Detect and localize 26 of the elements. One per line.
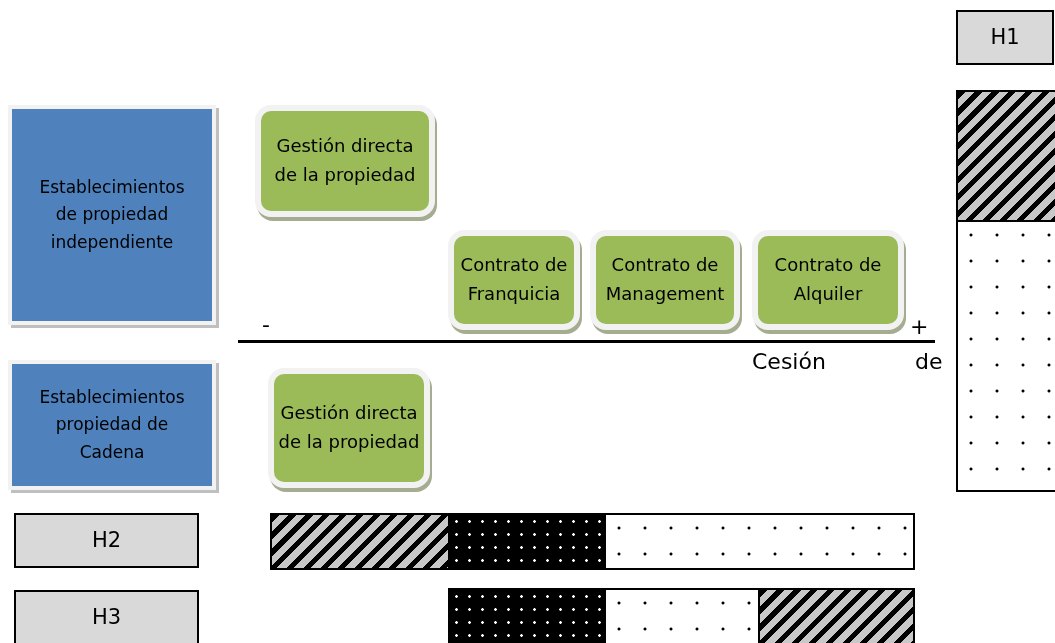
plus-sign: + [910, 314, 929, 339]
heading-box [956, 10, 1054, 65]
dotted-bar [604, 513, 915, 570]
box-label: Gestión directa de la propiedad [278, 401, 420, 454]
box-label: H3 [91, 603, 122, 631]
axis-label: de [915, 349, 943, 374]
hatched-bar [270, 513, 450, 570]
category-box [8, 105, 216, 325]
hatched-bar [956, 90, 1055, 222]
box-label: H2 [91, 526, 122, 554]
box-label: Contrato de Franquicia [459, 253, 569, 306]
box-label: H1 [990, 23, 1020, 51]
minus-sign: - [262, 312, 270, 337]
hatched-bar [758, 588, 915, 643]
category-box [8, 360, 216, 490]
box-label: Gestión directa de la propiedad [273, 134, 417, 187]
box-label: Contrato de Management [604, 253, 726, 306]
box-label: Establecimientos de propiedad independiente [38, 176, 186, 254]
box-label: Establecimientos propiedad de Cadena [38, 386, 186, 464]
dotted-bar [956, 220, 1055, 492]
axis-label: Cesión [752, 349, 826, 374]
heading-box [14, 513, 199, 568]
dark-dotted-bar [448, 588, 606, 643]
dark-dotted-bar [448, 513, 606, 570]
heading-box [14, 590, 199, 643]
box-label: Contrato de Alquiler [773, 253, 883, 306]
